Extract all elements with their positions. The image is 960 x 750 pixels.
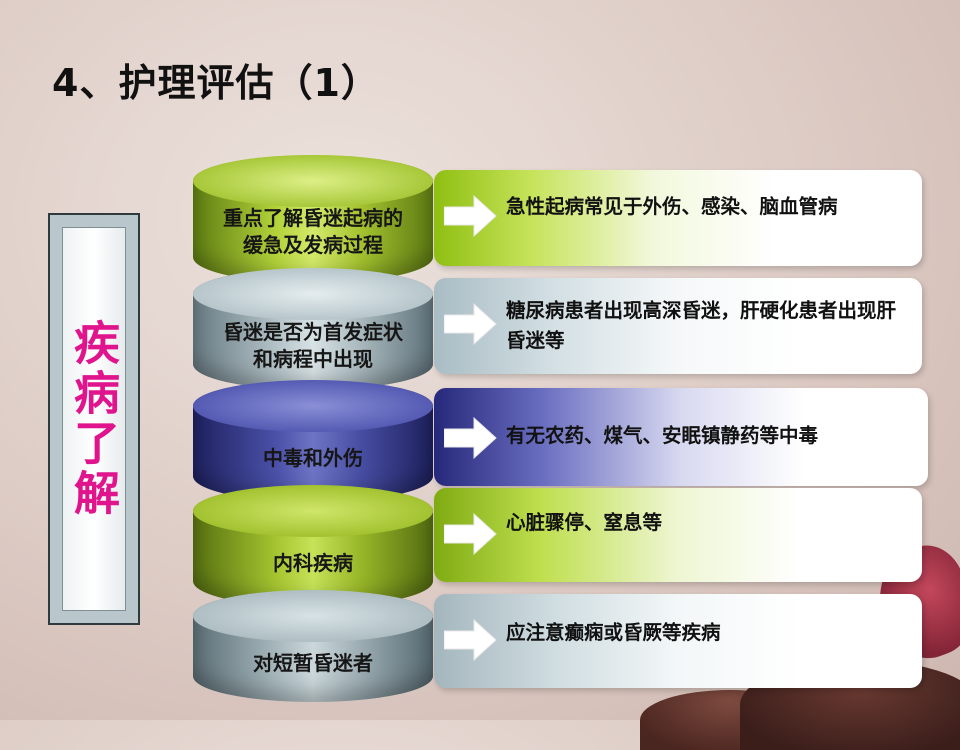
detail-panel-1: 急性起病常见于外伤、感染、脑血管病	[434, 170, 922, 266]
cylinder-segment-3: 中毒和外伤	[193, 380, 433, 502]
right-arrow-icon	[444, 618, 497, 662]
detail-text-3: 有无农药、煤气、安眠镇静药等中毒	[506, 424, 819, 447]
detail-panel-2: 糖尿病患者出现高深昏迷，肝硬化患者出现肝昏迷等	[434, 278, 922, 374]
detail-panel-4: 心脏骤停、窒息等	[434, 488, 922, 582]
detail-text-1: 急性起病常见于外伤、感染、脑血管病	[506, 195, 838, 218]
cylinder-segment-1: 重点了解昏迷起病的缓急及发病过程	[193, 155, 433, 283]
cylinder-label-4: 内科疾病	[273, 550, 353, 575]
cylinder-label-2: 昏迷是否为首发症状和病程中出现	[223, 320, 403, 371]
cylinder-segment-4: 内科疾病	[193, 485, 433, 607]
cylinder-label-3: 中毒和外伤	[263, 445, 363, 470]
detail-text-4: 心脏骤停、窒息等	[506, 511, 663, 534]
right-arrow-icon	[444, 302, 497, 346]
slide-title: 4、护理评估（1）	[52, 61, 380, 105]
detail-panel-5: 应注意癫痫或昏厥等疾病	[434, 594, 922, 688]
side-label-box: 疾病了解	[48, 213, 140, 625]
right-arrow-icon	[444, 194, 497, 238]
side-label-panel: 疾病了解	[62, 227, 126, 611]
right-arrow-icon	[444, 512, 497, 556]
detail-panel-3: 有无农药、煤气、安眠镇静药等中毒	[434, 388, 928, 486]
detail-text-2: 糖尿病患者出现高深昏迷，肝硬化患者出现肝昏迷等	[506, 299, 897, 353]
cylinder-segment-5: 对短暂昏迷者	[193, 590, 433, 702]
cylinder-label-5: 对短暂昏迷者	[253, 650, 373, 675]
side-label-text: 疾病了解	[67, 319, 121, 519]
cylinder-label-1: 重点了解昏迷起病的缓急及发病过程	[223, 206, 403, 257]
cylinder-segment-2: 昏迷是否为首发症状和病程中出现	[193, 268, 433, 390]
right-arrow-icon	[444, 416, 497, 460]
detail-text-5: 应注意癫痫或昏厥等疾病	[506, 621, 721, 644]
